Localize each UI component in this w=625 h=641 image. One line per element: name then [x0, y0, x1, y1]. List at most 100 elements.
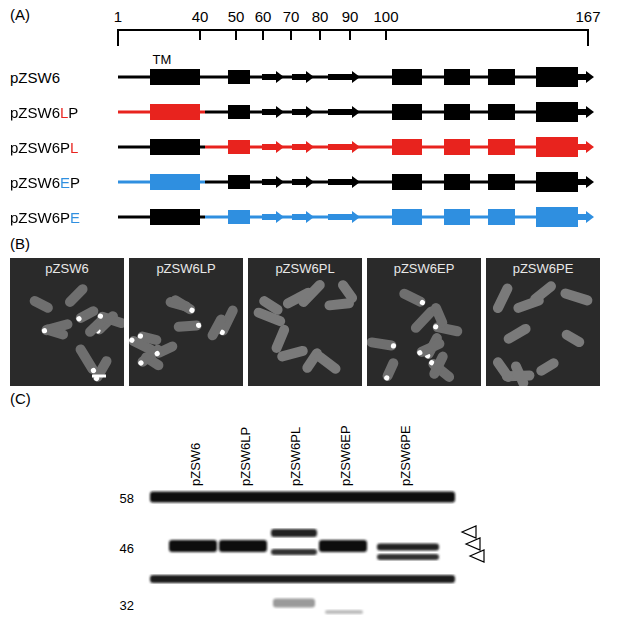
residue-number: 50: [228, 8, 245, 25]
bacterial-cell: [136, 330, 162, 346]
lane-label: pZSW6LP: [238, 427, 253, 486]
bacterial-cell: [491, 355, 515, 384]
blot-band: [377, 554, 439, 560]
cell-body: [398, 287, 428, 308]
bacterial-cell: [429, 301, 448, 329]
scale-tick: [587, 29, 589, 46]
fluorescent-focus: [75, 315, 82, 322]
scale-tick: [290, 29, 292, 40]
cell-body: [74, 343, 100, 376]
cell-body: [206, 313, 228, 342]
helix-box: [150, 209, 200, 225]
fluorescent-focus: [416, 349, 423, 356]
strand-arrow: [262, 141, 284, 153]
bacterial-cell: [270, 323, 291, 354]
micrograph-panel: pZSW6EP: [367, 258, 481, 386]
cell-body: [428, 350, 450, 381]
fluorescent-focus: [390, 343, 396, 349]
cell-body: [96, 310, 124, 329]
cell-body: [63, 282, 90, 309]
blot-band: [169, 540, 217, 552]
mw-marker: 58: [120, 491, 134, 506]
bacterial-cell: [63, 282, 90, 309]
cell-body: [381, 357, 400, 383]
strand-arrow: [262, 106, 284, 118]
micrograph: [10, 258, 124, 386]
micrograph: [367, 258, 481, 386]
domain-map: [118, 29, 594, 227]
micrograph-ground: [248, 258, 362, 386]
micrograph: [248, 258, 362, 386]
blot-band: [271, 529, 317, 537]
cell-body: [173, 320, 202, 332]
band-arrowhead: [462, 526, 476, 538]
strand-arrow: [262, 211, 284, 223]
helix-box: [228, 140, 250, 154]
scale-tick: [117, 29, 119, 46]
construct-name: pZSW6EP: [10, 174, 80, 191]
helix-box: [488, 209, 515, 225]
helix-box: [444, 174, 470, 190]
helix-box: [392, 69, 422, 85]
lane-label: pZSW6EP: [338, 425, 353, 486]
strand-arrow: [328, 176, 360, 188]
micrographs: [10, 258, 600, 390]
helix-box: [444, 139, 470, 155]
residue-number: 70: [283, 8, 300, 25]
helix-box: [536, 102, 578, 122]
helix-box: [488, 139, 515, 155]
bacterial-cell: [324, 298, 355, 311]
scale-tick: [319, 29, 321, 40]
lane-label: pZSW6PE: [398, 425, 413, 486]
cell-body: [502, 322, 533, 346]
cell-body: [136, 330, 162, 346]
strand-arrow: [328, 71, 360, 83]
micrograph-ground: [367, 258, 481, 386]
residue-number: 80: [312, 8, 329, 25]
strand-arrow: [576, 106, 594, 118]
construct-row: [118, 172, 594, 192]
bacterial-cell: [96, 310, 124, 329]
fluorescent-focus: [90, 367, 97, 374]
helix-box: [392, 174, 422, 190]
bacterial-cell: [281, 286, 315, 310]
scale-bar: [92, 375, 106, 378]
cell-body: [559, 287, 593, 306]
residue-number: 167: [575, 8, 600, 25]
cell-body: [429, 301, 448, 329]
cell-body: [528, 279, 558, 306]
construct-row: [118, 102, 594, 122]
bacterial-cell: [40, 318, 73, 336]
fluorescent-focus: [97, 313, 104, 320]
bacterial-cell: [428, 350, 450, 381]
construct-row: [118, 207, 594, 227]
cell-body: [491, 282, 514, 315]
domain-label: TM: [153, 52, 172, 67]
bacterial-cell: [381, 357, 400, 383]
bacterial-cell: [206, 313, 228, 342]
strand-arrow: [328, 211, 360, 223]
blot-band: [377, 544, 439, 551]
strand-arrow: [292, 211, 314, 223]
helix-box: [228, 105, 250, 119]
construct-name: pZSW6LP: [10, 104, 78, 121]
cell-body: [313, 350, 343, 376]
strand-arrow: [262, 71, 284, 83]
bacterial-cell: [559, 287, 593, 306]
cell-body: [367, 337, 397, 352]
blot-band: [271, 549, 317, 555]
cell-body: [28, 294, 55, 314]
helix-box: [444, 209, 470, 225]
strand-arrow: [328, 141, 360, 153]
cell-body: [281, 286, 315, 310]
blot-band: [319, 540, 367, 552]
helix-box: [228, 210, 250, 224]
fluorescent-focus: [137, 333, 143, 339]
helix-box: [392, 209, 422, 225]
helix-box: [536, 67, 578, 87]
helix-box: [488, 69, 515, 85]
micrograph: [486, 258, 600, 386]
scale-tick: [349, 29, 351, 40]
cell-body: [491, 355, 515, 384]
